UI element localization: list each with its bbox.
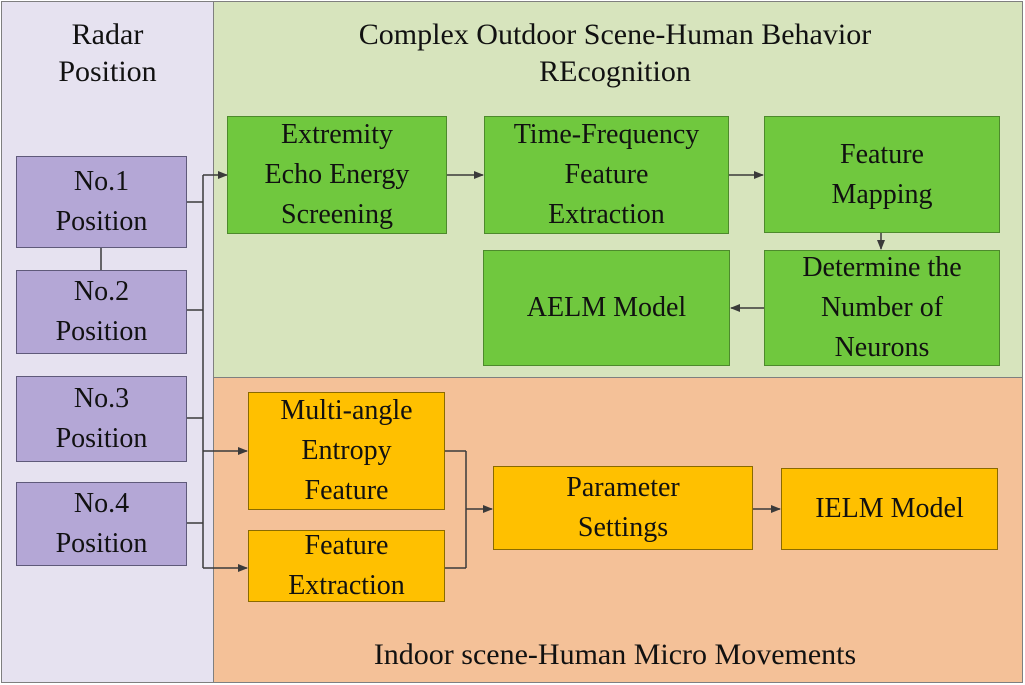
parameter-settings-box: Parameter Settings <box>493 466 753 550</box>
ielm-model-label: IELM Model <box>815 493 964 524</box>
feature-extraction-label: Feature Extraction <box>288 530 405 601</box>
radar-position-3-box: No.3 Position <box>16 376 187 462</box>
extremity-echo-energy-screening-box: Extremity Echo Energy Screening <box>227 116 447 234</box>
multi-angle-entropy-feature-box: Multi-angle Entropy Feature <box>248 392 445 510</box>
radar-position-1-label: No.1 Position <box>55 166 148 237</box>
feature-mapping-box: Feature Mapping <box>764 116 1000 233</box>
determine-number-of-neurons-box: Determine the Number of Neurons <box>764 250 1000 366</box>
radar-position-4-label: No.4 Position <box>55 488 148 559</box>
feature-extraction-box: Feature Extraction <box>248 530 445 602</box>
determine-number-of-neurons-label: Determine the Number of Neurons <box>802 252 962 363</box>
radar-panel-title: Radar Position <box>58 18 157 88</box>
radar-position-1-box: No.1 Position <box>16 156 187 248</box>
feature-mapping-label: Feature Mapping <box>831 138 933 210</box>
multi-angle-entropy-feature-label: Multi-angle Entropy Feature <box>280 395 413 506</box>
indoor-panel-title: Indoor scene-Human Micro Movements <box>373 638 857 671</box>
radar-position-2-box: No.2 Position <box>16 270 187 354</box>
parameter-settings-label: Parameter Settings <box>566 472 680 543</box>
extremity-echo-energy-screening-label: Extremity Echo Energy Screening <box>264 119 410 230</box>
time-frequency-feature-extraction-label: Time-Frequency Feature Extraction <box>513 119 700 230</box>
ielm-model-box: IELM Model <box>781 468 998 550</box>
time-frequency-feature-extraction-box: Time-Frequency Feature Extraction <box>484 116 729 234</box>
radar-position-4-box: No.4 Position <box>16 482 187 566</box>
outdoor-panel-title: Complex Outdoor Scene-Human Behavior REc… <box>358 18 872 88</box>
aelm-model-box: AELM Model <box>483 250 730 366</box>
radar-position-3-label: No.3 Position <box>55 383 148 454</box>
aelm-model-label: AELM Model <box>526 292 687 323</box>
radar-position-2-label: No.2 Position <box>55 276 148 347</box>
